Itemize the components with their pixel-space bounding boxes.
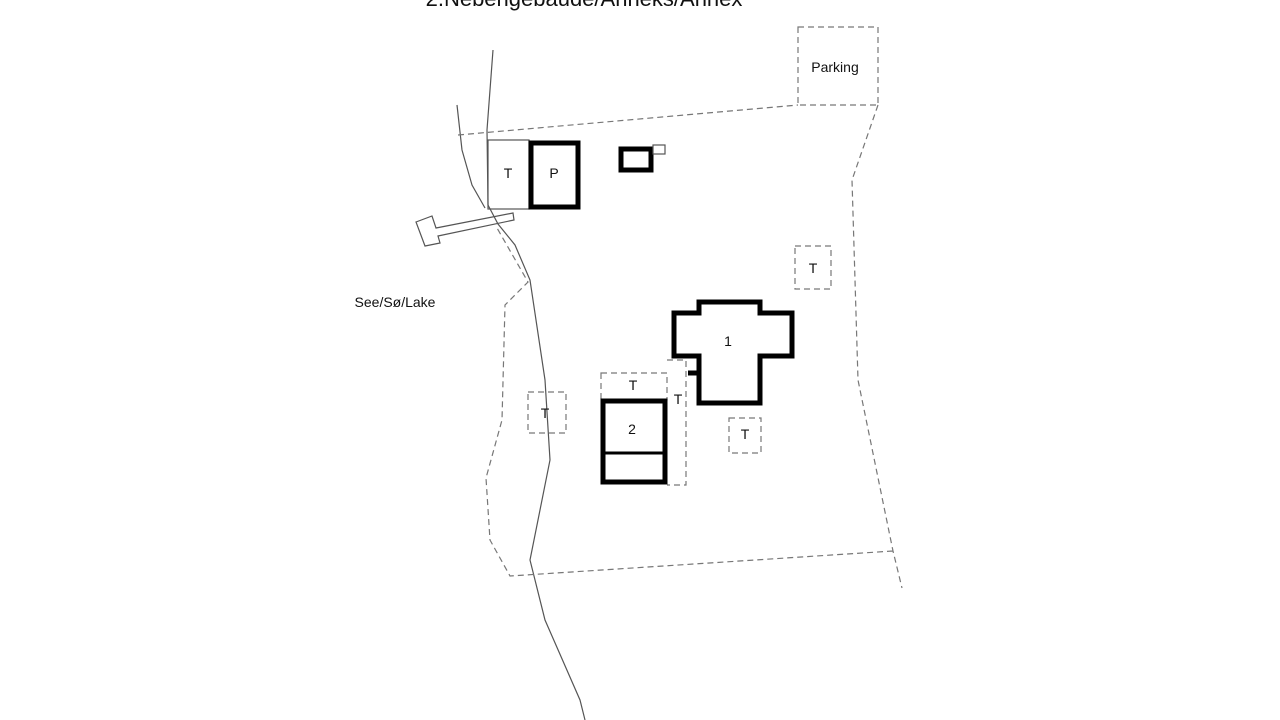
terrace-label: T (504, 165, 513, 181)
lake-label: See/Sø/Lake (355, 294, 436, 310)
terrace-label: T (674, 391, 683, 407)
building-1 (671, 299, 795, 406)
parking-area (797, 26, 879, 106)
terrace-label: T (541, 405, 550, 421)
building-2-label: 2 (628, 421, 636, 437)
terrace-label: T (809, 260, 818, 276)
terrace-building-1-south (728, 417, 762, 454)
plan-title: 2.Nebengebäude/Anneks/Annex (426, 0, 743, 11)
shoreline (486, 49, 586, 720)
property-boundary (457, 104, 903, 589)
pool-label: P (549, 165, 558, 181)
building-1-label: 1 (724, 333, 732, 349)
terrace-building-2-east (667, 359, 687, 486)
terrace-label: T (629, 377, 638, 393)
shed-annex (652, 144, 666, 155)
terrace-label: T (741, 426, 750, 442)
shoreline-inner (456, 104, 486, 209)
pool (528, 140, 581, 210)
jetty (415, 212, 515, 247)
building-2 (600, 398, 668, 485)
parking-label: Parking (811, 59, 858, 75)
shed (618, 146, 654, 173)
